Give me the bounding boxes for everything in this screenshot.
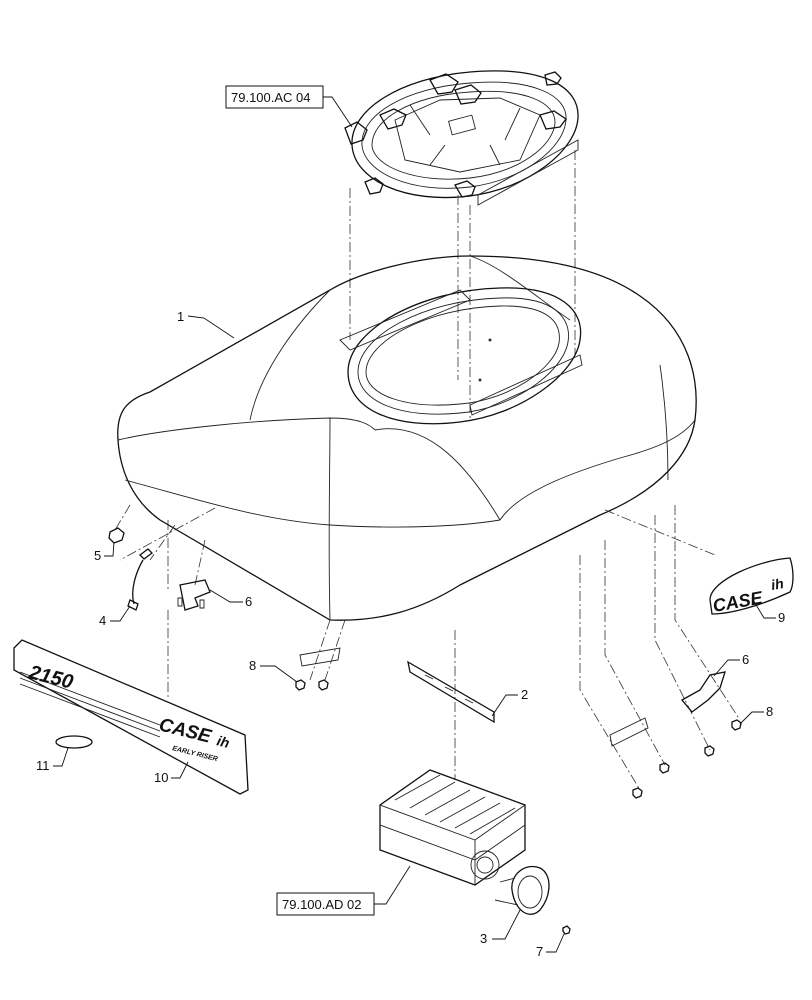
callout-6b: 6	[742, 652, 749, 667]
brand-decal-left: CASE	[157, 714, 215, 747]
reference-bottom[interactable]: 79.100.AD 02	[282, 897, 362, 912]
callout-9: 9	[778, 610, 785, 625]
callout-5: 5	[94, 548, 101, 563]
callout-7: 7	[536, 944, 543, 959]
callout-10: 10	[154, 770, 168, 785]
callout-8a: 8	[249, 658, 256, 673]
decal-icon	[13, 557, 794, 795]
callout-2: 2	[521, 687, 528, 702]
brand-decal-right: CASE	[711, 587, 765, 616]
meter-box-icon	[379, 769, 526, 886]
tank-icon	[117, 255, 697, 621]
strip-icon	[407, 660, 495, 724]
brand-decal-left-mark: ih	[215, 732, 231, 751]
flange-icon	[494, 865, 550, 915]
nut-icon	[108, 527, 742, 935]
callout-6a: 6	[245, 594, 252, 609]
hatch-lid-icon	[344, 70, 579, 206]
brand-decal-right-mark: ih	[770, 575, 785, 593]
callout-3: 3	[480, 931, 487, 946]
callout-11: 11	[36, 758, 50, 773]
reference-top[interactable]: 79.100.AC 04	[231, 90, 311, 105]
bracket-icon	[177, 579, 726, 747]
sensor-icon	[127, 548, 153, 611]
callout-4: 4	[99, 613, 106, 628]
callout-1: 1	[177, 309, 184, 324]
callout-8b: 8	[766, 704, 773, 719]
